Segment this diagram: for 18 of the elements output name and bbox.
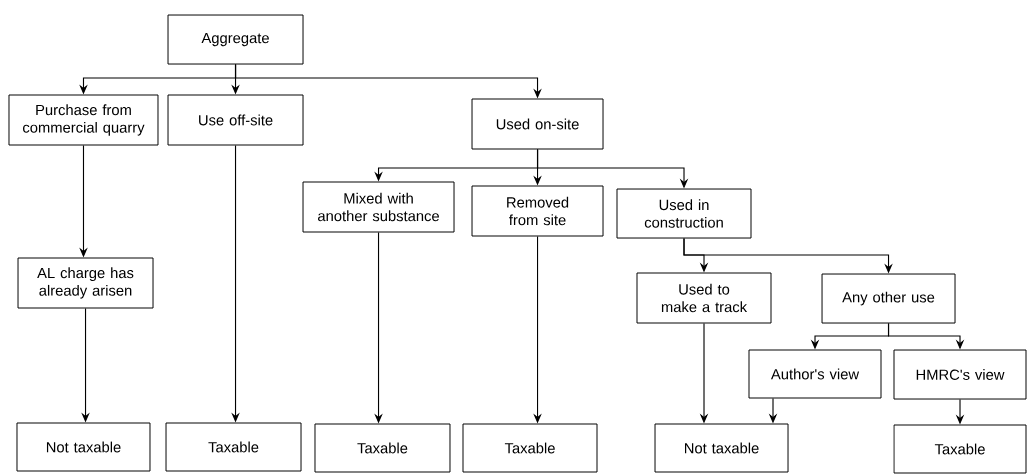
process-box: Taxable bbox=[893, 424, 1027, 474]
process-box: AL charge has already arisen bbox=[17, 257, 154, 309]
process-box: Not taxable bbox=[654, 423, 789, 473]
process-box: Taxable bbox=[462, 423, 598, 473]
process-box: Used in construction bbox=[616, 188, 752, 239]
process-box: Aggregate bbox=[167, 14, 304, 65]
process-box: Any other use bbox=[821, 273, 956, 324]
process-box: Not taxable bbox=[16, 422, 151, 472]
process-box: Purchase from commercial quarry bbox=[8, 94, 159, 146]
process-box: Mixed with another substance bbox=[302, 181, 455, 233]
process-box: Use off-site bbox=[167, 94, 304, 146]
process-box: Taxable bbox=[165, 422, 302, 472]
process-box: Taxable bbox=[314, 423, 451, 473]
process-box: HMRC's view bbox=[893, 349, 1027, 400]
process-box: Removed from site bbox=[471, 185, 604, 237]
process-box: Used on-site bbox=[471, 98, 604, 150]
process-box: Author's view bbox=[748, 349, 882, 399]
process-box: Used to make a track bbox=[636, 272, 772, 324]
